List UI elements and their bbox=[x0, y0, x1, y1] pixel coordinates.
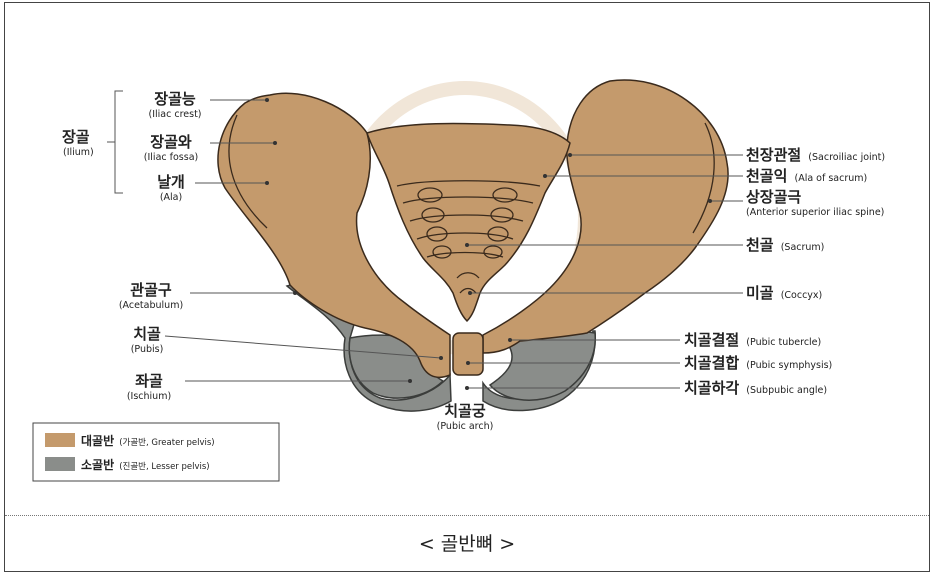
label-pubic-tubercle-ko: 치골결절 bbox=[684, 331, 739, 349]
pelvis-bones bbox=[218, 80, 728, 411]
label-ala: 날개 bbox=[157, 173, 185, 191]
legend-swatch-lesser-pelvis bbox=[45, 457, 75, 471]
label-ilium-en: (Ilium) bbox=[63, 147, 94, 158]
label-coccyx-en: (Coccyx) bbox=[781, 290, 823, 301]
label-ilium: 장골 bbox=[62, 128, 90, 146]
label-ala-en: (Ala) bbox=[160, 192, 182, 203]
label-ala-of-sacrum-en: (Ala of sacrum) bbox=[795, 173, 868, 184]
label-ischium: 좌골 bbox=[135, 372, 163, 390]
label-sacroiliac-joint-en: (Sacroiliac joint) bbox=[808, 152, 885, 163]
legend-lesser-pelvis-ko: 소골반 bbox=[81, 457, 114, 472]
caption-divider bbox=[5, 515, 929, 516]
label-coccyx: 미골 (Coccyx) bbox=[746, 283, 822, 302]
label-iliac-crest: 장골능 bbox=[154, 90, 196, 108]
label-asis-en: (Anterior superior iliac spine) bbox=[746, 207, 884, 218]
legend: 대골반 (가골반, Greater pelvis) 소골반 (진골반, Less… bbox=[33, 423, 279, 481]
label-sacrum-en: (Sacrum) bbox=[781, 242, 825, 253]
label-subpubic-angle-ko: 치골하각 bbox=[684, 379, 739, 397]
label-asis: 상장골극 bbox=[746, 188, 801, 206]
label-pubic-symphysis: 치골결합 (Pubic symphysis) bbox=[684, 353, 832, 372]
figure-frame: 장골 (Ilium) 장골능 (Iliac crest) 장골와 (Iliac … bbox=[4, 2, 930, 572]
label-subpubic-angle-en: (Subpubic angle) bbox=[746, 385, 827, 396]
pelvis-diagram: 장골 (Ilium) 장골능 (Iliac crest) 장골와 (Iliac … bbox=[5, 3, 929, 513]
label-acetabulum-en: (Acetabulum) bbox=[119, 300, 183, 311]
label-pubic-tubercle-en: (Pubic tubercle) bbox=[746, 337, 821, 348]
label-pubic-tubercle: 치골결절 (Pubic tubercle) bbox=[684, 330, 821, 349]
label-pubic-symphysis-ko: 치골결합 bbox=[684, 354, 739, 372]
label-iliac-fossa: 장골와 bbox=[150, 133, 192, 151]
legend-swatch-greater-pelvis bbox=[45, 433, 75, 447]
label-acetabulum: 관골구 bbox=[130, 281, 172, 299]
label-coccyx-ko: 미골 bbox=[746, 284, 774, 302]
label-pubis: 치골 bbox=[133, 325, 161, 343]
pubic-symphysis-bone bbox=[453, 333, 483, 375]
label-sacroiliac-joint: 천장관절 (Sacroiliac joint) bbox=[746, 145, 885, 164]
label-pubis-en: (Pubis) bbox=[131, 344, 164, 355]
label-ala-of-sacrum-ko: 천골익 bbox=[746, 167, 787, 185]
legend-lesser-pelvis-detail: (진골반, Lesser pelvis) bbox=[119, 461, 209, 472]
label-subpubic-angle: 치골하각 (Subpubic angle) bbox=[684, 378, 827, 397]
figure-caption: < 골반뼈 > bbox=[5, 529, 929, 556]
label-pubic-symphysis-en: (Pubic symphysis) bbox=[746, 360, 832, 371]
label-sacroiliac-joint-ko: 천장관절 bbox=[746, 146, 801, 164]
label-pubic-arch-en: (Pubic arch) bbox=[437, 421, 494, 432]
label-sacrum: 천골 (Sacrum) bbox=[746, 235, 824, 254]
sacrum-bone bbox=[367, 123, 570, 321]
label-ala-of-sacrum: 천골익 (Ala of sacrum) bbox=[746, 166, 867, 185]
label-pubic-arch: 치골궁 bbox=[444, 402, 486, 420]
legend-greater-pelvis-detail: (가골반, Greater pelvis) bbox=[119, 437, 214, 448]
label-iliac-fossa-en: (Iliac fossa) bbox=[144, 152, 198, 163]
label-ischium-en: (Ischium) bbox=[127, 391, 171, 402]
label-iliac-crest-en: (Iliac crest) bbox=[149, 109, 202, 120]
label-sacrum-ko: 천골 bbox=[746, 236, 774, 254]
legend-greater-pelvis-ko: 대골반 bbox=[81, 433, 114, 448]
